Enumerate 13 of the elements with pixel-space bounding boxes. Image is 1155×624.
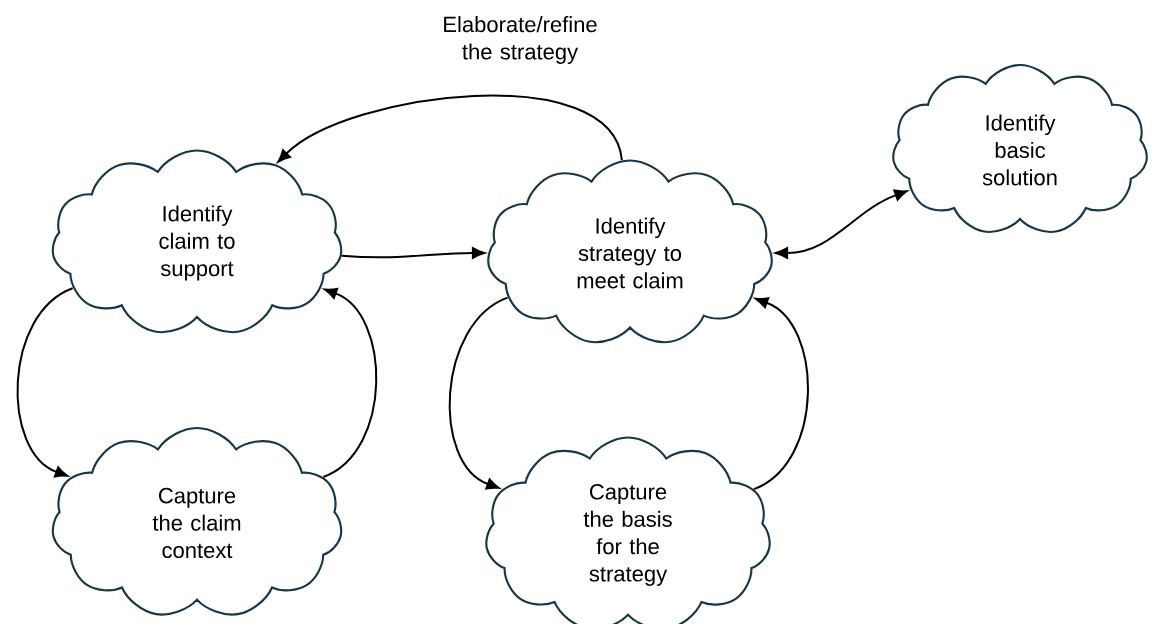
cloud: Identify basic solution [892, 63, 1148, 233]
arrow [277, 94, 623, 163]
cloud: Capture the claim context [51, 426, 343, 616]
arrow [322, 287, 378, 478]
arrow [448, 296, 509, 490]
arrow [16, 287, 74, 478]
cloud: Identify strategy to meet claim [487, 159, 773, 344]
arrow [753, 297, 809, 491]
cloud: Capture the basis for the strategy [485, 436, 771, 624]
cloud: Identify claim to support [51, 149, 343, 334]
arrow [774, 189, 908, 259]
edge-label: Elaborate/refine the strategy [444, 16, 597, 64]
arrow [340, 247, 486, 259]
